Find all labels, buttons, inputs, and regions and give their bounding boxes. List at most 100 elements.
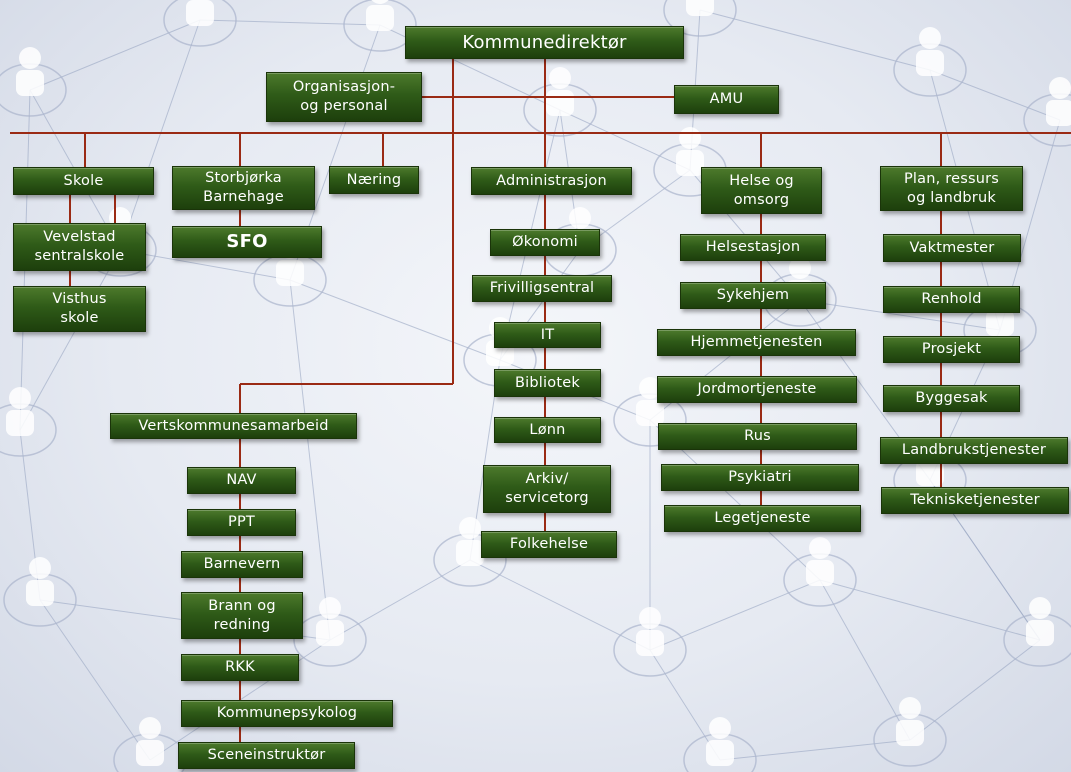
network-edge bbox=[119, 249, 291, 281]
person-figure-head bbox=[549, 67, 571, 89]
box-renhold: Renhold bbox=[883, 286, 1020, 313]
network-edge bbox=[699, 9, 931, 71]
network-edge bbox=[289, 279, 331, 641]
box-sfo: SFO bbox=[172, 226, 322, 258]
person-figure-body bbox=[896, 720, 924, 746]
person-figure-head bbox=[139, 717, 161, 739]
box-kommunepsykolog: Kommunepsykolog bbox=[181, 700, 393, 727]
person-figure-body bbox=[6, 410, 34, 436]
box-storbjorka-barnehage: Storbjørka Barnehage bbox=[172, 166, 315, 210]
network-edge bbox=[559, 109, 691, 171]
person-figure-body bbox=[276, 260, 304, 286]
person-figure-head bbox=[29, 557, 51, 579]
person-figure-head bbox=[371, 0, 389, 4]
box-rkk: RKK bbox=[181, 654, 299, 681]
network-edge bbox=[329, 559, 471, 641]
box-skole: Skole bbox=[13, 167, 154, 195]
box-psykiatri: Psykiatri bbox=[661, 464, 859, 491]
box-ppt: PPT bbox=[187, 509, 296, 536]
network-edge bbox=[289, 279, 501, 361]
box-jordmortjeneste: Jordmortjeneste bbox=[657, 376, 857, 403]
network-edge bbox=[819, 579, 1041, 641]
person-figure-body bbox=[1026, 620, 1054, 646]
box-folkehelse: Folkehelse bbox=[481, 531, 617, 558]
person-figure-body bbox=[916, 50, 944, 76]
box-barnevern: Barnevern bbox=[181, 551, 303, 578]
person-figure-head bbox=[1049, 77, 1071, 99]
box-legetjeneste: Legetjeneste bbox=[664, 505, 861, 532]
box-teknisketjenester: Teknisketjenester bbox=[881, 487, 1069, 514]
person-figure-body bbox=[456, 540, 484, 566]
person-figure-head bbox=[919, 27, 941, 49]
box-vertskommunesamarbeid: Vertskommunesamarbeid bbox=[110, 413, 357, 439]
network-edge bbox=[909, 639, 1041, 741]
network-node-ring bbox=[663, 0, 737, 37]
person-figure-head bbox=[639, 607, 661, 629]
person-figure-body bbox=[316, 620, 344, 646]
network-edge bbox=[19, 249, 121, 431]
box-nav: NAV bbox=[187, 467, 296, 494]
person-figure-head bbox=[639, 377, 661, 399]
box-arkiv-servicetorg: Arkiv/ servicetorg bbox=[483, 465, 611, 513]
person-figure-body bbox=[806, 560, 834, 586]
person-figure-head bbox=[899, 697, 921, 719]
network-edge bbox=[819, 579, 911, 741]
network-edge bbox=[199, 19, 381, 26]
box-administrasjon: Administrasjon bbox=[471, 167, 632, 195]
box-byggesak: Byggesak bbox=[883, 385, 1020, 412]
box-bibliotek: Bibliotek bbox=[494, 369, 601, 397]
person-figure-body bbox=[916, 460, 944, 486]
person-figure-head bbox=[789, 257, 811, 279]
person-figure-body bbox=[136, 740, 164, 766]
network-edge bbox=[119, 19, 201, 251]
box-organisasjon-personal: Organisasjon- og personal bbox=[266, 72, 422, 122]
person-figure-head bbox=[569, 207, 591, 229]
person-figure-body bbox=[706, 740, 734, 766]
person-figure-head bbox=[319, 597, 341, 619]
box-okonomi: Økonomi bbox=[490, 229, 600, 256]
network-edge bbox=[929, 69, 1061, 121]
person-figure-head bbox=[809, 537, 831, 559]
person-figure-body bbox=[636, 630, 664, 656]
network-node-ring bbox=[163, 0, 237, 47]
person-figure-body bbox=[26, 580, 54, 606]
person-figure-body bbox=[676, 150, 704, 176]
box-plan-ressurs-landbruk: Plan, ressurs og landbruk bbox=[880, 166, 1023, 211]
box-lonn: Lønn bbox=[494, 417, 601, 443]
person-figure-head bbox=[9, 387, 31, 409]
person-figure-body bbox=[1046, 100, 1071, 126]
person-figure-body bbox=[186, 0, 214, 26]
box-frivilligsentral: Frivilligsentral bbox=[472, 275, 612, 302]
box-vaktmester: Vaktmester bbox=[883, 234, 1021, 262]
box-visthus-skole: Visthus skole bbox=[13, 286, 146, 332]
box-landbrukstjenester: Landbrukstjenester bbox=[880, 437, 1068, 464]
network-edge bbox=[719, 739, 911, 761]
box-sykehjem: Sykehjem bbox=[680, 282, 826, 309]
box-it: IT bbox=[494, 322, 601, 348]
box-kommunedirektor: Kommunedirektør bbox=[405, 26, 684, 59]
person-figure-head bbox=[1029, 597, 1051, 619]
person-figure-body bbox=[16, 70, 44, 96]
person-figure-body bbox=[986, 310, 1014, 336]
box-helsestasjon: Helsestasjon bbox=[680, 234, 826, 261]
network-edge bbox=[799, 299, 1001, 331]
person-figure-head bbox=[459, 517, 481, 539]
box-brann-og-redning: Brann og redning bbox=[181, 592, 303, 639]
person-figure-body bbox=[636, 400, 664, 426]
network-edge bbox=[649, 579, 821, 651]
box-prosjekt: Prosjekt bbox=[883, 336, 1020, 363]
box-naering: Næring bbox=[329, 166, 419, 194]
network-edge bbox=[29, 19, 201, 91]
person-figure-head bbox=[709, 717, 731, 739]
network-edge bbox=[649, 649, 721, 761]
person-figure-head bbox=[19, 47, 41, 69]
box-rus: Rus bbox=[658, 423, 857, 450]
box-helse-omsorg: Helse og omsorg bbox=[701, 167, 822, 214]
network-node-ring bbox=[343, 0, 417, 52]
person-figure-body bbox=[366, 5, 394, 31]
box-sceneinstruktor: Sceneinstruktør bbox=[178, 742, 355, 769]
person-figure-body bbox=[686, 0, 714, 16]
box-hjemmetjenesten: Hjemmetjenesten bbox=[657, 329, 856, 356]
box-amu: AMU bbox=[674, 85, 779, 114]
